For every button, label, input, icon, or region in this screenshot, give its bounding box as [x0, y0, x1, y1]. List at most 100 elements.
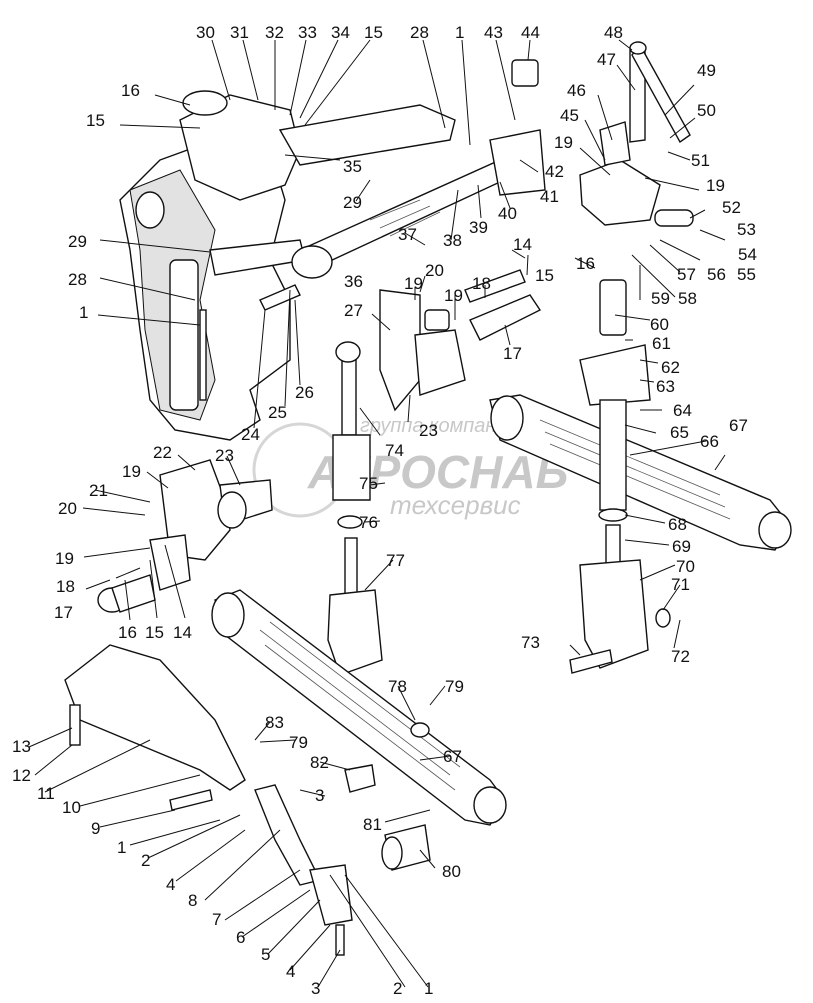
callout-label: 38: [443, 231, 462, 250]
part-46: [599, 121, 631, 166]
callout-label: 69: [672, 537, 691, 556]
callout-label: 6: [236, 928, 245, 947]
callout-label: 62: [661, 358, 680, 377]
callout-label: 29: [68, 232, 87, 251]
callout-label: 19: [706, 176, 725, 195]
callout-label: 51: [691, 151, 710, 170]
callout-label: 40: [498, 204, 517, 223]
callout-label: 48: [604, 23, 623, 42]
callout-label: 74: [385, 441, 404, 460]
bracket-23: [414, 329, 466, 396]
callout-label: 11: [37, 784, 55, 803]
rear-housing-assembly: [119, 90, 456, 441]
callout-label: 49: [697, 61, 716, 80]
callout-label: 5: [261, 945, 270, 964]
knob-48: [629, 41, 647, 55]
callout-label: 10: [62, 798, 81, 817]
link-ball-front: [758, 511, 792, 549]
valve-cover: [182, 90, 228, 116]
fork-77: [327, 589, 383, 676]
link-ball-rear: [490, 395, 524, 441]
callout-label: 16: [118, 623, 137, 642]
callout-label: 17: [503, 344, 522, 363]
callout-label: 22: [153, 443, 172, 462]
left-bracket-parts: [97, 459, 273, 613]
callout-label: 52: [722, 198, 741, 217]
callout-label: 19: [444, 286, 463, 305]
nut-78: [410, 722, 430, 738]
rod-74: [341, 359, 357, 436]
callout-label: 34: [331, 23, 350, 42]
callout-label: 1: [79, 303, 88, 322]
arm-bore: [135, 191, 165, 229]
callout-label: 4: [166, 875, 175, 894]
top-link-eye-rear: [291, 245, 333, 279]
callout-label: 37: [398, 225, 417, 244]
plate-5: [309, 864, 353, 926]
callout-label: 32: [265, 23, 284, 42]
callout-label: 16: [576, 254, 595, 273]
callout-label: 44: [521, 23, 540, 42]
callout-label: 19: [122, 462, 141, 481]
threaded-rod-77: [344, 537, 358, 599]
callout-label: 15: [535, 266, 554, 285]
control-valve-block: [179, 94, 301, 201]
fork-70: [579, 559, 649, 669]
callout-label: 27: [344, 301, 363, 320]
sleeve-end: [217, 491, 247, 529]
callout-label: 43: [484, 23, 503, 42]
right-lift-assembly: [489, 279, 792, 674]
callout-label: 42: [545, 162, 564, 181]
watermark-line3: техсервис: [390, 490, 521, 520]
callout-label: 2: [141, 851, 150, 870]
housing-62: [579, 344, 651, 406]
pin-17: [469, 294, 542, 341]
callout-label: 14: [173, 623, 192, 642]
nut-76: [337, 515, 363, 529]
callout-label: 28: [68, 270, 87, 289]
callout-label: 73: [521, 633, 540, 652]
nut-69: [598, 508, 628, 522]
bushing-44: [511, 59, 539, 87]
callout-label: 79: [289, 733, 308, 752]
bracket-11: [64, 644, 246, 791]
callout-label: 35: [343, 157, 362, 176]
callout-label: 25: [268, 403, 287, 422]
callout-label: 63: [656, 377, 675, 396]
callout-label: 53: [737, 220, 756, 239]
callout-label: 3: [315, 786, 324, 805]
callout-label: 75: [359, 474, 378, 493]
callout-label: 79: [445, 677, 464, 696]
rod-end-74: [335, 341, 361, 363]
callout-label: 61: [652, 334, 671, 353]
callout-label: 56: [707, 265, 726, 284]
rod-64: [599, 399, 627, 511]
callout-label: 45: [560, 106, 579, 125]
callout-label: 31: [230, 23, 249, 42]
lift-cylinder: [169, 259, 199, 411]
callout-label: 20: [425, 261, 444, 280]
bolt-3-lower: [335, 924, 345, 956]
callout-label: 58: [678, 289, 697, 308]
callout-label: 17: [54, 603, 73, 622]
callout-label: 23: [419, 421, 438, 440]
callout-label: 50: [697, 101, 716, 120]
callout-label: 72: [671, 647, 690, 666]
callout-label: 83: [265, 713, 284, 732]
link-ball-right: [473, 786, 507, 824]
pin-53: [654, 209, 694, 227]
callout-label: 64: [673, 401, 692, 420]
right-upper-assembly: [579, 41, 694, 227]
callout-label: 54: [738, 245, 757, 264]
callout-label: 28: [410, 23, 429, 42]
callout-label: 18: [56, 577, 75, 596]
callout-label: 2: [393, 979, 402, 998]
callout-label: 24: [241, 425, 260, 444]
callout-label: 3: [311, 979, 320, 998]
callout-label: 77: [386, 551, 405, 570]
callout-label: 81: [363, 815, 382, 834]
middle-small-parts: [327, 269, 542, 676]
top-link-eye-front: [489, 129, 546, 196]
bracket-57: [579, 159, 661, 226]
